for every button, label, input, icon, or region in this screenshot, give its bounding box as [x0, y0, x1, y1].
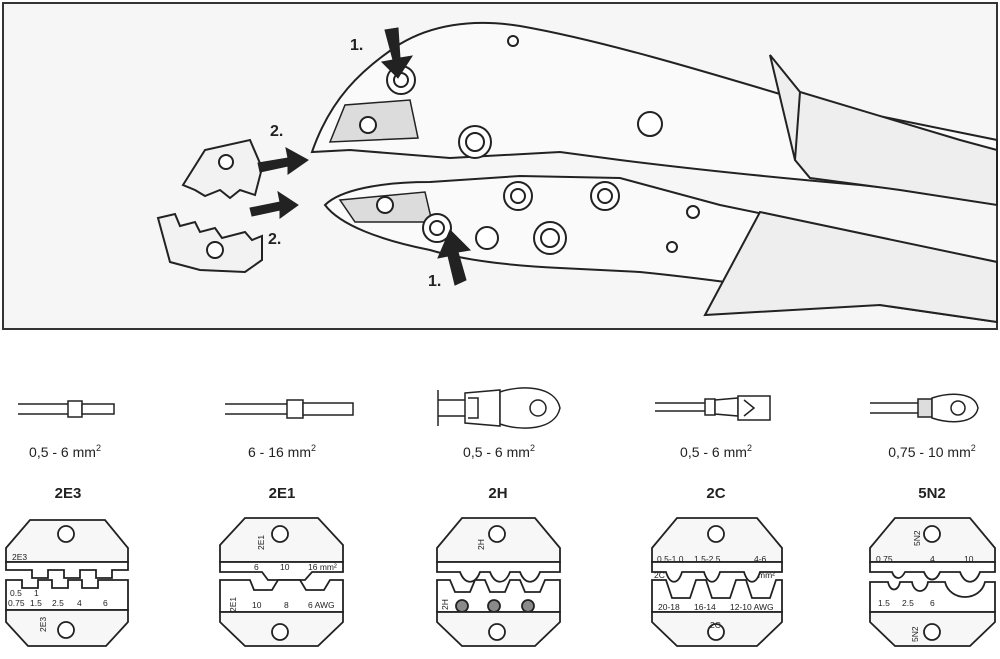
- step-label: 1.: [428, 273, 441, 290]
- die-mark: 0.5: [10, 588, 22, 598]
- die-mark: 6: [103, 598, 108, 608]
- die-mark: 4: [930, 554, 935, 564]
- die-mark: 2H: [440, 599, 450, 610]
- die-mark: 4: [77, 598, 82, 608]
- pivot-bolt: [475, 226, 499, 250]
- ferrule-icon: [18, 400, 115, 418]
- pivot-bolt: [637, 111, 663, 137]
- lower-handle-grip: [703, 210, 998, 324]
- ferrule-icon: [225, 399, 354, 419]
- die-mark: 2E1: [228, 597, 238, 612]
- die-mark: 2C: [710, 620, 721, 630]
- die-code-label: 5N2: [918, 485, 946, 502]
- die-code-label: 2E1: [269, 485, 296, 502]
- arrow-icon: [437, 229, 472, 286]
- tool-illustration-panel: 1. 2. 2. 1.: [2, 2, 998, 330]
- insulated-ring-terminal-icon: [437, 387, 561, 429]
- removed-die-pair: [156, 138, 264, 274]
- wire-range-label: 0,5 - 6 mm2: [680, 443, 752, 460]
- die-mark: 12-10 AWG: [730, 602, 774, 612]
- die-set-2E3: [5, 519, 129, 647]
- die-mark: 6: [930, 598, 935, 608]
- die-set-2E1: [219, 517, 344, 647]
- die-mark: 16-14: [694, 602, 716, 612]
- die-mark: 2H: [476, 539, 486, 550]
- die-mark: 0.5-1.0: [657, 554, 684, 564]
- die-mark: 6 AWG: [308, 600, 335, 610]
- die-code-label: 2C: [706, 485, 725, 502]
- upper-handle-grip: [769, 54, 998, 207]
- die-mark: 0.75: [8, 598, 25, 608]
- die-mark: 2.5: [902, 598, 914, 608]
- step-label: 2.: [270, 123, 283, 140]
- die-mark: 0.75: [876, 554, 893, 564]
- arrow-icon: [257, 147, 309, 175]
- die-mark: 2E3: [12, 552, 27, 562]
- die-mark: mm²: [758, 570, 775, 580]
- die-set-2C: [651, 517, 783, 647]
- die-mark: 20-18: [658, 602, 680, 612]
- step-label: 2.: [268, 231, 281, 248]
- wire-range-label: 0,5 - 6 mm2: [463, 443, 535, 460]
- arrow-icon: [249, 190, 299, 219]
- die-set-5N2: [869, 517, 996, 647]
- wire-range-label: 6 - 16 mm2: [248, 443, 316, 460]
- die-mark: 16 mm²: [308, 562, 337, 572]
- die-mark: 2E3: [38, 617, 48, 632]
- die-mark: 8: [284, 600, 289, 610]
- die-mark: 10: [964, 554, 974, 564]
- die-mark: 5N2: [910, 626, 920, 642]
- die-mark: 2.5: [52, 598, 64, 608]
- die-mark: 1.5: [878, 598, 890, 608]
- die-code-label: 2H: [488, 485, 507, 502]
- wire-range-label: 0,5 - 6 mm2: [29, 443, 101, 460]
- flat-receptacle-icon: [655, 395, 771, 421]
- die-mark: 1.5: [30, 598, 42, 608]
- arrow-icon: [380, 27, 414, 79]
- die-code-label: 2E3: [55, 485, 82, 502]
- step-label: 1.: [350, 37, 363, 54]
- ring-terminal-icon: [870, 393, 979, 423]
- die-mark: 1: [34, 588, 39, 598]
- die-mark: 1.5-2.5: [694, 554, 721, 564]
- die-mark: 2E1: [256, 535, 266, 550]
- die-mark: 4-6: [754, 554, 767, 564]
- die-mark: 5N2: [912, 530, 922, 546]
- die-mark: 10: [252, 600, 262, 610]
- connector-icons: [18, 387, 979, 429]
- wire-range-label: 0,75 - 10 mm2: [888, 443, 976, 460]
- die-mark: 2C: [654, 570, 665, 580]
- die-mark: 6: [254, 562, 259, 572]
- die-mark: 10: [280, 562, 290, 572]
- die-set-2H: [436, 517, 561, 647]
